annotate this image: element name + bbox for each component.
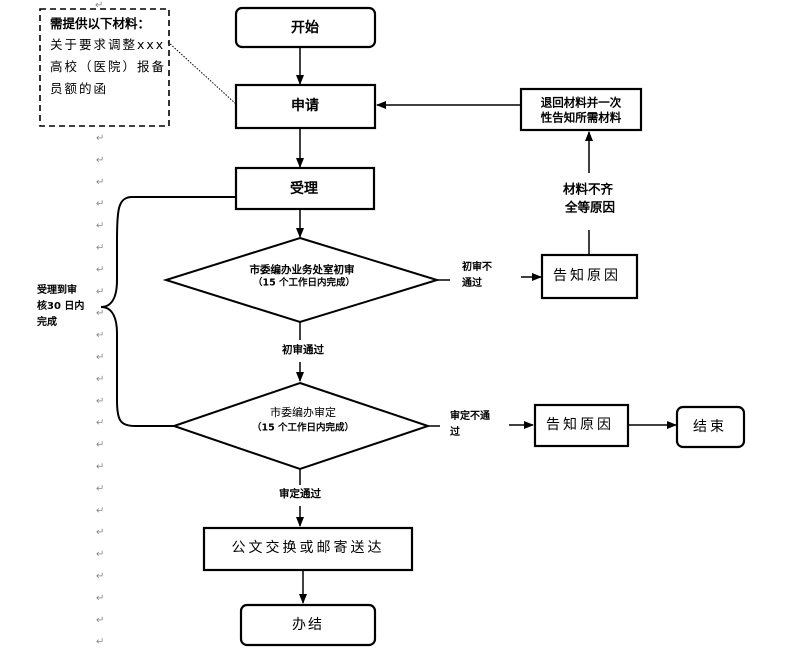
materials-note: 需提供以下材料： 关于要求调整xxx 高校（医院）报备 员额的函 — [39, 8, 170, 127]
node-first-review-line-2: （15 个工作日内完成） — [253, 277, 355, 289]
note-line-1: 关于要求调整xxx — [50, 37, 165, 52]
note-line-3: 员额的函 — [50, 81, 108, 96]
edge-label-final-fail-2: 过 — [450, 425, 460, 438]
paragraph-mark: ↵ — [96, 374, 104, 385]
node-notify-reason-2-label: 告知原因 — [546, 416, 614, 433]
paragraph-mark: ↵ — [96, 286, 104, 297]
paragraph-mark: ↵ — [96, 199, 104, 210]
node-end: 结束 — [675, 405, 746, 449]
node-first-review: 市委编办业务处室初审 — [162, 236, 441, 324]
edge-label-final-pass: 审定通过 — [279, 487, 321, 500]
paragraph-mark: ↵ — [96, 221, 104, 232]
note-line-2: 高校（医院）报备 — [50, 59, 166, 74]
node-apply: 申请 — [234, 83, 377, 130]
note-connector — [167, 41, 237, 105]
paragraph-mark: ↵ — [96, 352, 104, 363]
paragraph-mark: ↵ — [95, 0, 103, 11]
node-first-review-line-1: 市委编办业务处室初审 — [250, 263, 355, 276]
node-dispatch-label: 公文交换或邮寄送达 — [232, 539, 385, 556]
edge-label-first-fail-2: 通过 — [462, 276, 482, 289]
paragraph-mark: ↵ — [96, 264, 104, 275]
node-start: 开始 — [234, 6, 377, 49]
paragraph-mark: ↵ — [96, 177, 104, 188]
node-final-review: 市委编办审定 （15 个工作日内完成） — [170, 381, 432, 471]
note-border — [39, 8, 170, 127]
paragraph-mark: ↵ — [96, 505, 104, 516]
paragraph-mark: ↵ — [96, 549, 104, 560]
edge-label-incomplete-1: 材料不齐 — [562, 182, 614, 197]
paragraph-mark: ↵ — [96, 527, 104, 538]
node-return-line-1: 退回材料并一次 — [541, 96, 622, 110]
node-accept-label: 受理 — [290, 180, 318, 197]
paragraph-mark: ↵ — [96, 483, 104, 494]
paragraph-mark: ↵ — [96, 418, 104, 429]
node-end-label: 结束 — [693, 419, 727, 435]
brace-label-2: 核30 日内 — [37, 299, 84, 312]
node-return-materials: 退回材料并一次 性告知所需材料 — [519, 87, 643, 132]
paragraph-mark: ↵ — [96, 571, 104, 582]
paragraph-marks: ↵ ↵ ↵ ↵ ↵ ↵ ↵ ↵ ↵ ↵ ↵ ↵ ↵ ↵ ↵ ↵ ↵ ↵ ↵ ↵ ↵ ↵ ↵ ↵ ↵ — [95, 0, 104, 648]
node-dispatch: 公文交换或邮寄送达 — [202, 526, 414, 572]
node-return-line-2: 性告知所需材料 — [541, 111, 622, 125]
node-apply-label: 申请 — [291, 97, 319, 114]
node-start-label: 开始 — [291, 19, 319, 36]
paragraph-mark: ↵ — [96, 243, 104, 254]
time-limit-brace — [100, 196, 236, 427]
paragraph-mark: ↵ — [96, 593, 104, 604]
paragraph-mark: ↵ — [96, 396, 104, 407]
paragraph-mark: ↵ — [96, 462, 104, 473]
edge-label-incomplete-2: 全等原因 — [564, 200, 615, 215]
paragraph-mark: ↵ — [96, 155, 104, 166]
brace-label-3: 完成 — [37, 315, 57, 328]
node-notify-reason-1: 告知原因 — [540, 253, 639, 300]
edge-label-first-pass: 初审通过 — [282, 343, 324, 356]
node-complete: 办结 — [239, 603, 377, 647]
paragraph-mark: ↵ — [96, 330, 104, 341]
brace-label-1: 受理到审 — [37, 283, 77, 296]
node-final-review-line-2: （15 个工作日内完成） — [252, 422, 354, 434]
node-notify-reason-1-label: 告知原因 — [553, 267, 621, 284]
paragraph-mark: ↵ — [96, 133, 104, 144]
paragraph-mark: ↵ — [96, 637, 104, 648]
node-final-review-line-1: 市委编办审定 — [270, 405, 336, 419]
paragraph-mark: ↵ — [96, 440, 104, 451]
note-title: 需提供以下材料： — [50, 16, 150, 31]
edge-label-final-fail-1: 审定不通 — [450, 409, 490, 422]
edge-label-first-fail-1: 初审不 — [462, 260, 492, 273]
node-complete-label: 办结 — [292, 617, 324, 633]
paragraph-mark: ↵ — [96, 308, 104, 319]
node-notify-reason-2: 告知原因 — [533, 403, 630, 448]
node-accept: 受理 — [234, 166, 376, 211]
paragraph-mark: ↵ — [96, 615, 104, 626]
